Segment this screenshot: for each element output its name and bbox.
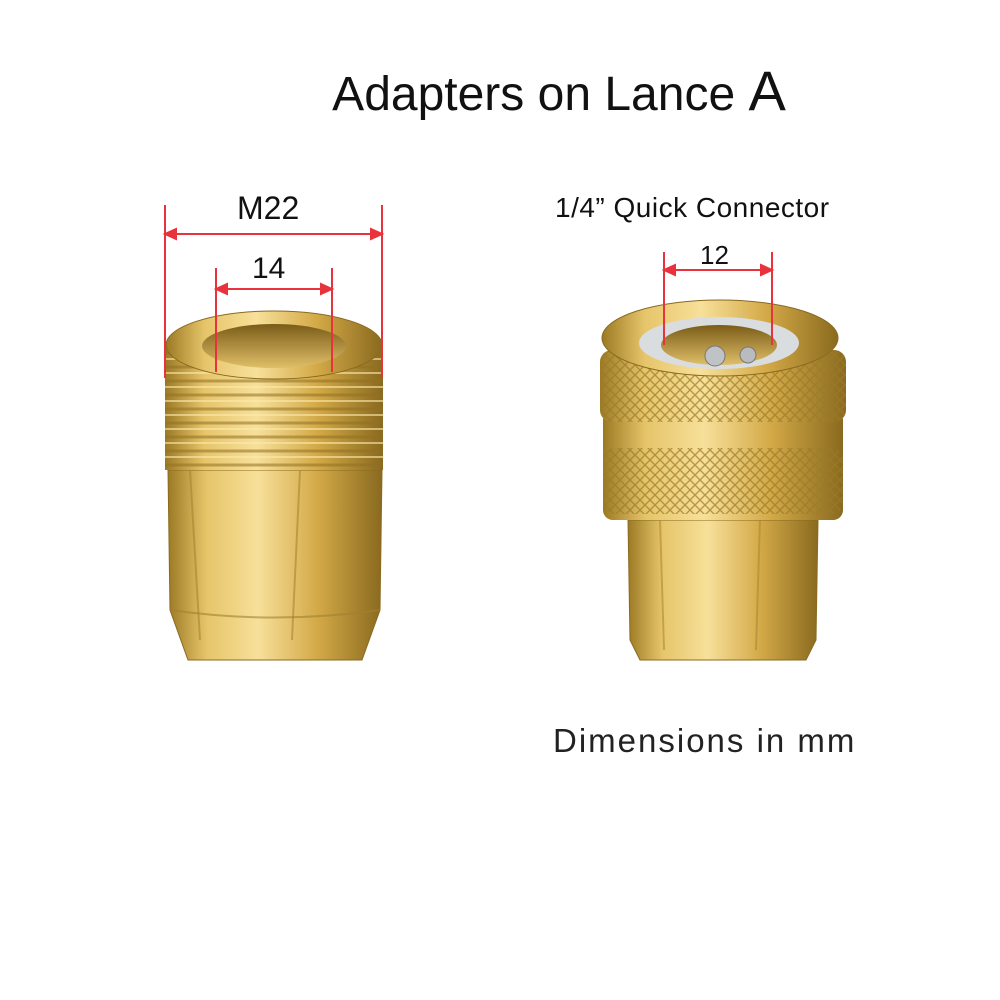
title-text: Adapters on Lance bbox=[332, 68, 749, 121]
inner-14-label: 14 bbox=[252, 252, 286, 285]
inner-12-label: 12 bbox=[700, 240, 729, 270]
inner-12-dimension bbox=[661, 252, 775, 345]
quick-connector bbox=[600, 299, 846, 661]
quick-connector-label: 1/4” Quick Connector bbox=[555, 192, 830, 223]
m22-label: M22 bbox=[237, 190, 300, 226]
m22-dimension bbox=[162, 205, 385, 378]
page-title: Adapters on Lance A bbox=[0, 58, 1000, 123]
inner-14-dimension bbox=[213, 268, 335, 372]
title-letter: A bbox=[748, 59, 786, 122]
dimensions-note: Dimensions in mm bbox=[553, 722, 857, 759]
m22-adapter bbox=[165, 310, 383, 661]
